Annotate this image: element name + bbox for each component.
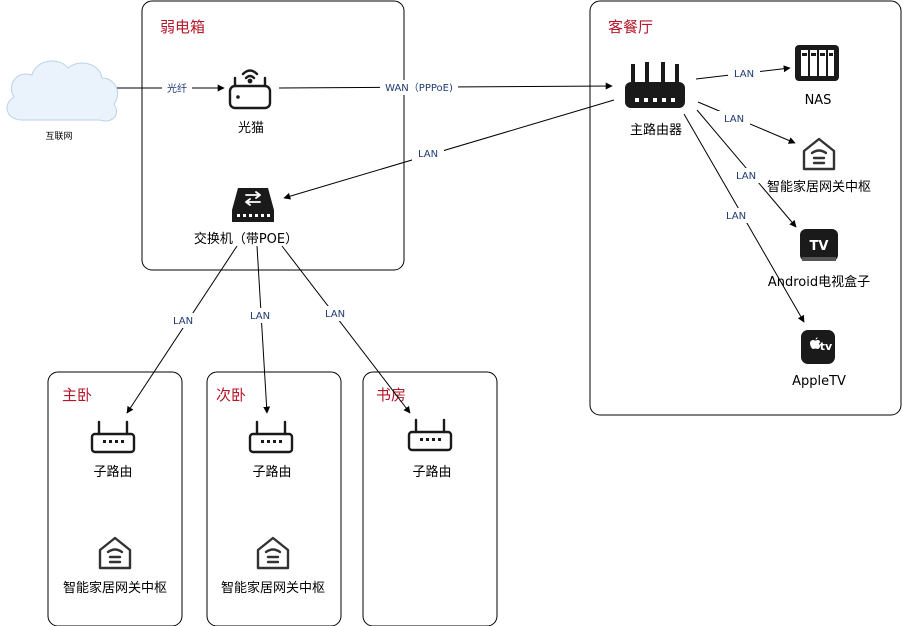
node-switch: 交换机（带POE） xyxy=(194,188,298,247)
node-label-nas: NAS xyxy=(805,93,832,108)
edge-label-lan-apple: LAN xyxy=(726,211,746,222)
node-label-apple-tv: AppleTV xyxy=(792,374,846,389)
router-icon xyxy=(248,420,294,454)
node-label-main-router: 主路由器 xyxy=(630,122,682,138)
router-icon xyxy=(407,418,453,452)
node-main-router: 主路由器 xyxy=(625,62,685,138)
node-router-second: 子路由 xyxy=(248,420,294,480)
node-label-router-second: 子路由 xyxy=(252,464,291,480)
node-router-master: 子路由 xyxy=(90,420,136,480)
home-hub-icon xyxy=(98,536,132,570)
node-router-study: 子路由 xyxy=(407,418,453,480)
node-hub-master: 智能家居网关中枢 xyxy=(63,536,167,596)
router-icon xyxy=(90,420,136,454)
room-title-living: 客餐厅 xyxy=(608,18,653,36)
apple-tv-icon: tv xyxy=(801,330,835,364)
edge-label-lan-android: LAN xyxy=(736,171,756,182)
edge-label-lan-switch: LAN xyxy=(418,149,438,160)
room-title-master: 主卧 xyxy=(62,386,92,404)
edge-lan-switch xyxy=(283,99,615,200)
room-second: 次卧 xyxy=(206,371,342,626)
node-label-hub-living: 智能家居网关中枢 xyxy=(767,179,871,195)
node-android-tv: TV Android电视盒子 xyxy=(768,229,870,290)
cloud-icon xyxy=(6,60,118,122)
edge-label-lan-hub: LAN xyxy=(724,114,744,125)
room-title-weak-box: 弱电箱 xyxy=(160,18,205,36)
edge-lan-study xyxy=(281,245,411,414)
room-title-study: 书房 xyxy=(376,386,406,404)
nas-icon xyxy=(795,45,839,81)
node-label-switch: 交换机（带POE） xyxy=(194,231,298,247)
room-title-second: 次卧 xyxy=(216,386,246,404)
node-label-modem: 光猫 xyxy=(238,121,264,136)
apple-tv-badge: tv xyxy=(820,340,833,353)
home-hub-icon xyxy=(256,536,290,570)
node-label-hub-second: 智能家居网关中枢 xyxy=(221,580,325,596)
node-hub-second: 智能家居网关中枢 xyxy=(221,536,325,596)
node-label-router-master: 子路由 xyxy=(93,464,132,480)
node-label-android-tv: Android电视盒子 xyxy=(768,274,870,290)
node-modem: 光猫 xyxy=(228,69,272,136)
room-study: 书房 xyxy=(362,371,498,626)
home-hub-icon xyxy=(802,137,836,171)
router-icon xyxy=(625,62,685,108)
room-master: 主卧 xyxy=(47,371,183,626)
room-weak-box: 弱电箱 xyxy=(141,0,405,271)
edge-lan-second xyxy=(256,245,271,414)
edge-label-lan-nas: LAN xyxy=(734,69,754,80)
android-tv-badge: TV xyxy=(810,239,829,254)
edge-label-lan-master: LAN xyxy=(173,316,193,327)
modem-icon xyxy=(228,69,272,110)
node-label-router-study: 子路由 xyxy=(412,464,451,480)
edge-lan-master xyxy=(126,245,238,414)
node-apple-tv: tv AppleTV xyxy=(792,330,846,389)
node-nas: NAS xyxy=(795,45,839,108)
node-internet: 互联网 xyxy=(6,60,118,142)
edge-label-lan-second: LAN xyxy=(250,311,270,322)
node-label-internet: 互联网 xyxy=(45,131,72,142)
node-hub-living: 智能家居网关中枢 xyxy=(767,137,871,195)
switch-icon xyxy=(232,188,274,222)
tv-box-icon: TV xyxy=(800,229,838,261)
edge-label-lan-study: LAN xyxy=(325,309,345,320)
edge-labels: 光纤 WAN（PPPoE) LAN LAN LAN LAN LAN LAN LA… xyxy=(162,66,762,328)
edge-label-wan: WAN（PPPoE) xyxy=(385,82,453,94)
edge-label-fiber: 光纤 xyxy=(167,82,187,95)
node-label-hub-master: 智能家居网关中枢 xyxy=(63,580,167,596)
